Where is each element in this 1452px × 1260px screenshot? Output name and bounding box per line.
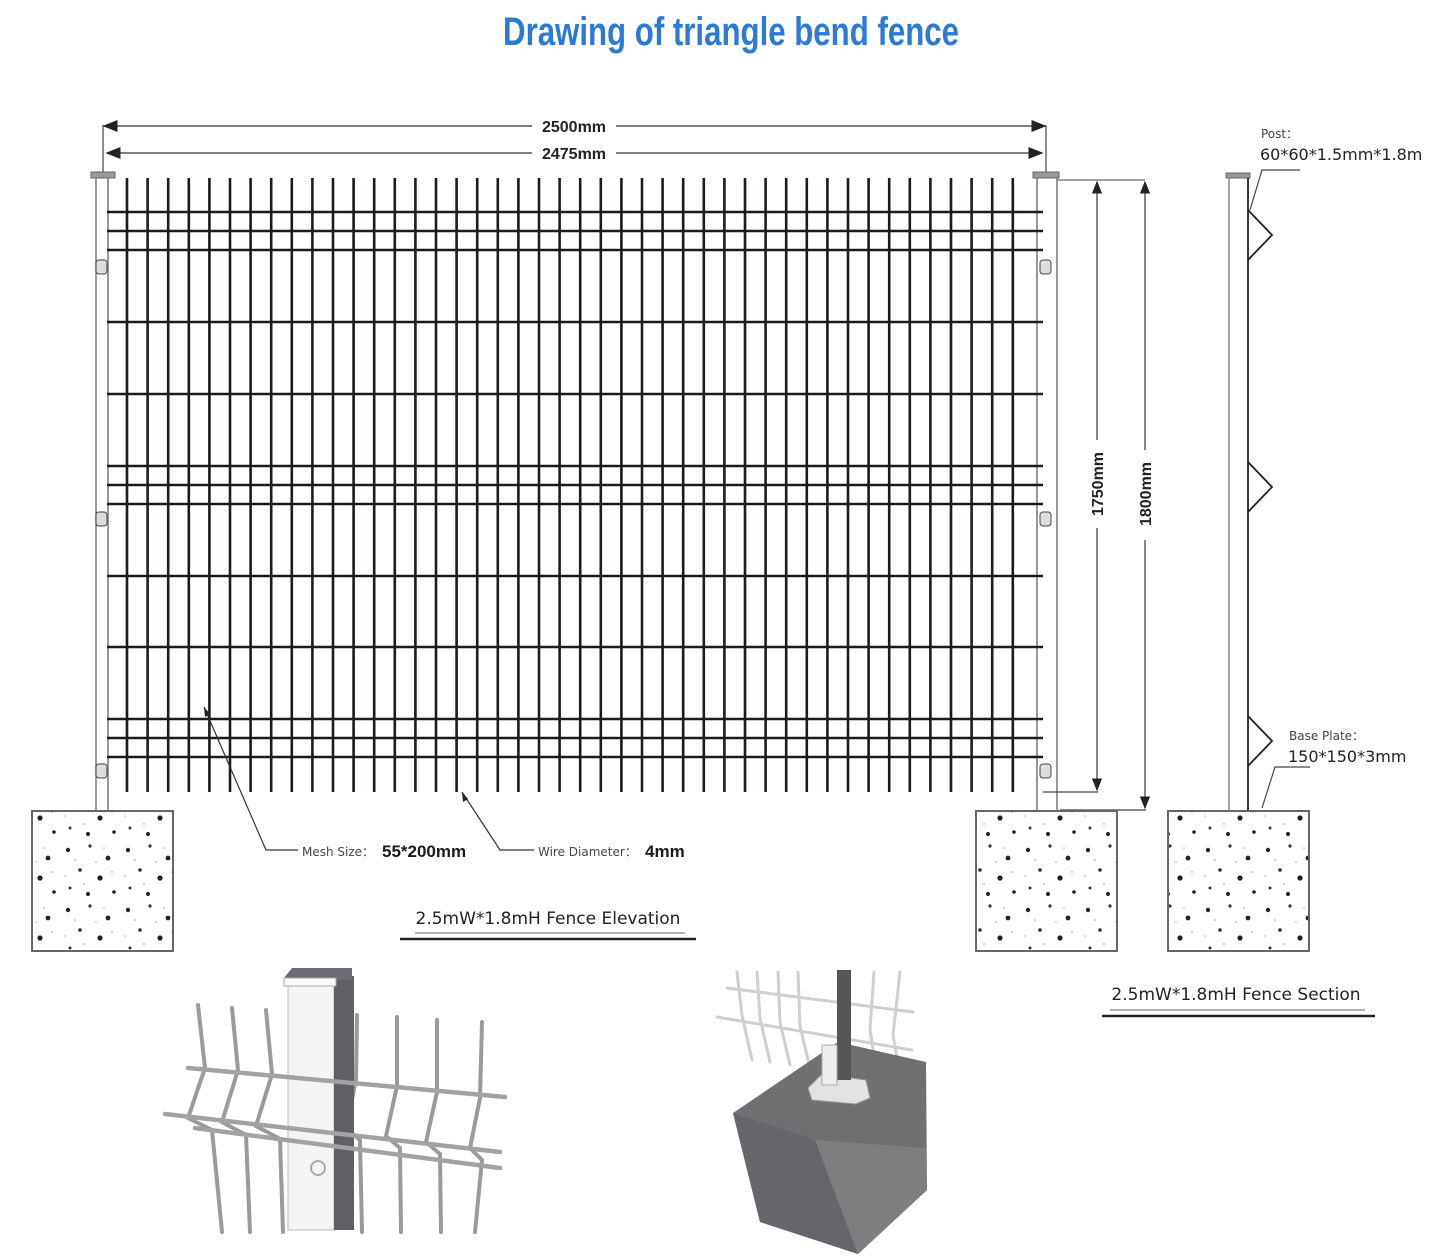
clamp-icon	[1039, 763, 1052, 779]
left-concrete-footing	[31, 810, 174, 952]
base-plate-callout: Base Plate： 150*150*3mm	[1261, 729, 1406, 809]
clamp-icon	[1039, 511, 1052, 527]
section-concrete-footing	[1167, 810, 1310, 952]
dimension-panel-width: 2475mm	[105, 146, 1044, 163]
svg-text:Post：: Post：	[1261, 127, 1298, 141]
svg-text:2.5mW*1.8mH Fence Section: 2.5mW*1.8mH Fence Section	[1111, 985, 1360, 1005]
clamp-icon	[95, 259, 108, 275]
svg-text:Base Plate：: Base Plate：	[1289, 729, 1364, 743]
left-post	[90, 171, 116, 812]
post-callout: Post： 60*60*1.5mm*1.8m	[1249, 127, 1422, 211]
dimension-panel-height: 1750mm	[1043, 179, 1145, 793]
right-concrete-footing	[975, 810, 1118, 952]
svg-text:4mm: 4mm	[645, 842, 685, 861]
post-base-plate-concrete-footing-3d-view	[715, 970, 927, 1254]
right-post	[1032, 171, 1060, 812]
fence-elevation: 2500mm 2475mm	[31, 119, 1155, 952]
clamp-icon	[1039, 259, 1052, 275]
dimension-label-1750: 1750mm	[1090, 452, 1107, 516]
wire-diameter-callout: Wire Diameter： 4mm	[461, 791, 685, 861]
triangle-bend-icon	[1247, 715, 1274, 767]
dimension-label-1800: 1800mm	[1138, 462, 1155, 526]
svg-text:55*200mm: 55*200mm	[382, 842, 466, 861]
svg-text:150*150*3mm: 150*150*3mm	[1288, 747, 1406, 766]
triangle-bend-icon	[1247, 209, 1274, 261]
dimension-label-2475: 2475mm	[542, 146, 606, 163]
clamp-icon	[95, 511, 108, 527]
section-caption: 2.5mW*1.8mH Fence Section	[1102, 985, 1375, 1018]
clamp-icon	[95, 763, 108, 779]
svg-text:Mesh Size：: Mesh Size：	[302, 845, 374, 859]
drawing-title: Drawing of triangle bend fence	[503, 10, 959, 54]
triangle-bend-icon	[1247, 461, 1274, 513]
fence-section: Post： 60*60*1.5mm*1.8m Base Plate： 150*1…	[1102, 127, 1422, 1018]
svg-text:Wire Diameter：: Wire Diameter：	[538, 845, 637, 859]
post-and-panel-3d-view	[162, 968, 508, 1234]
dimension-overall-width: 2500mm	[102, 119, 1047, 172]
dimension-post-height: 1800mm	[1060, 180, 1155, 811]
svg-text:2.5mW*1.8mH Fence Elevation: 2.5mW*1.8mH Fence Elevation	[416, 909, 681, 929]
svg-text:60*60*1.5mm*1.8m: 60*60*1.5mm*1.8m	[1260, 145, 1422, 164]
dimension-label-2500: 2500mm	[542, 119, 606, 136]
mesh-panel	[107, 178, 1043, 792]
elevation-caption: 2.5mW*1.8mH Fence Elevation	[400, 909, 696, 941]
mesh-size-callout: Mesh Size： 55*200mm	[203, 706, 466, 861]
